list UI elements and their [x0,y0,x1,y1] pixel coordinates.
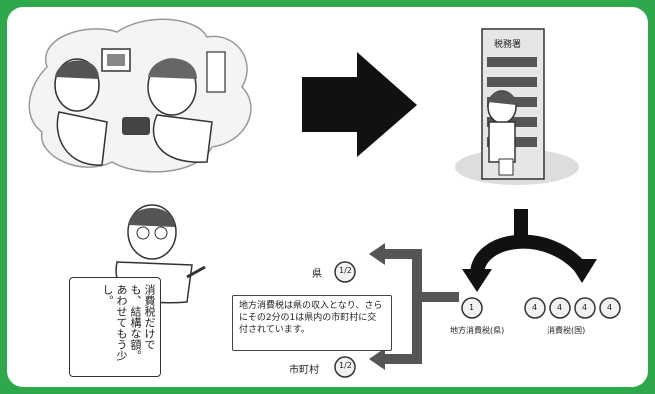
distribution-arrows [369,243,459,370]
coin-national-label-4: 4 [607,303,613,312]
coin-prefecture [334,261,356,283]
man-pointing-illustration [115,204,206,304]
coin-national-label-1: 4 [532,303,538,312]
diagram-frame: 1/2 1/2 1 4 4 4 4 県 市町村 地方消費税(県) 消費税(国) … [7,7,648,387]
arrow-right-icon [302,52,417,157]
coin-municipality [334,356,356,378]
coin-municipality-label: 1/2 [339,361,352,370]
municipality-label: 市町村 [289,365,319,376]
local-consumption-tax-label: 地方消費税(県) [450,326,505,335]
coin-prefecture-label: 1/2 [339,266,352,275]
tax-office-illustration [455,28,579,185]
diagram-canvas [28,18,621,378]
coin-national-label-2: 4 [557,303,563,312]
tax-office-sign: 税務署 [494,40,522,50]
explanation-box: 地方消費税は県の収入となり、さらにその2分の1は県内の市町村に交付されています。 [232,295,392,351]
shopping-scene-illustration [28,18,252,173]
consumption-tax-label: 消費税(国) [547,326,586,335]
split-arrow-icon [462,209,597,292]
coin-local [461,297,483,319]
coin-national-label-3: 4 [582,303,588,312]
speech-bubble: 消費税だけでも、結構な額。あわせてもう少し。 [69,277,161,377]
coin-local-label: 1 [469,303,475,312]
prefecture-label: 県 [312,269,322,280]
coins-national [524,297,621,319]
